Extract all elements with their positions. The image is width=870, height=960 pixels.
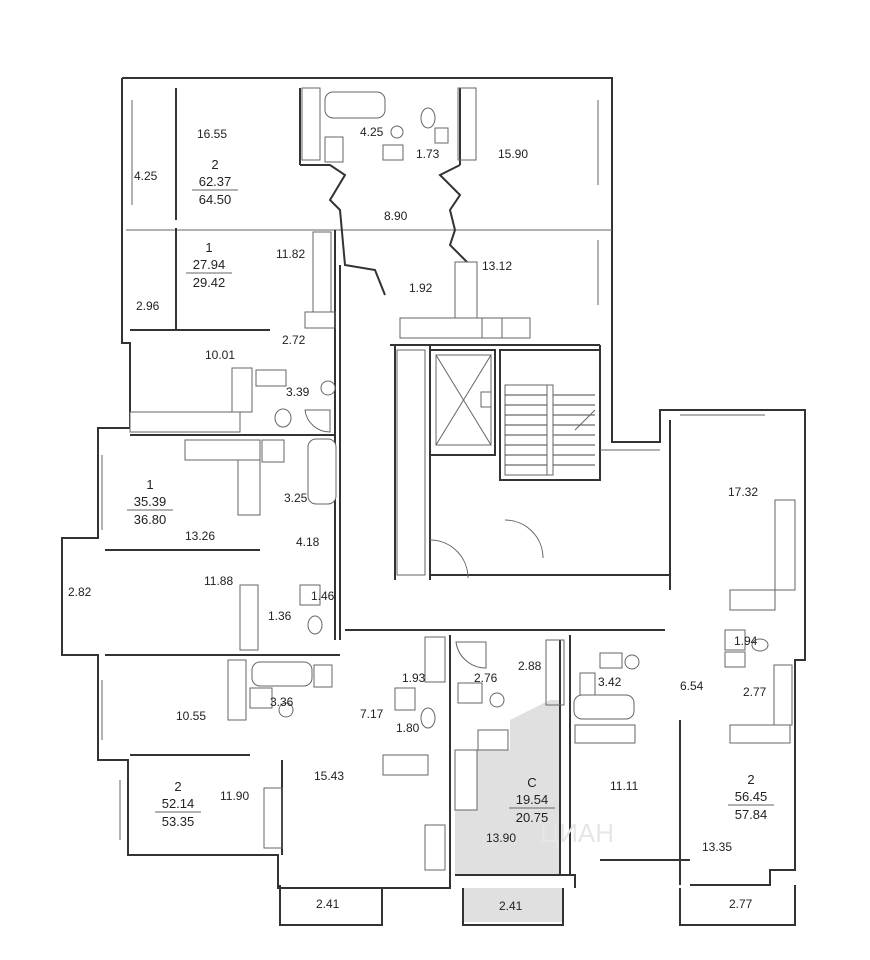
room-area-labels: 16.55 4.25 4.25 1.73 15.90 8.90 11.82 13… <box>68 125 767 913</box>
room-area-label: 2.82 <box>68 585 92 599</box>
elevator-shaft <box>435 354 492 446</box>
apartment-living-area: 56.45 <box>735 789 768 804</box>
room-area-label: 17.32 <box>728 485 758 499</box>
apartment-total-area: 29.42 <box>193 275 226 290</box>
apartment-summary: 2 62.37 64.50 <box>192 157 238 207</box>
room-area-label: 6.54 <box>680 679 704 693</box>
room-area-label: 16.55 <box>197 127 227 141</box>
apartment-room-count: 1 <box>146 477 153 492</box>
windows <box>101 100 765 840</box>
room-area-label: 11.88 <box>204 574 233 588</box>
apartment-total-area: 53.35 <box>162 814 195 829</box>
apartment-summary: 2 56.45 57.84 <box>728 772 774 822</box>
apartment-total-area: 20.75 <box>516 810 549 825</box>
apartment-summary: 2 52.14 53.35 <box>155 779 201 829</box>
apartment-total-area: 57.84 <box>735 807 768 822</box>
apartment-room-count: 1 <box>205 240 212 255</box>
room-area-label: 8.90 <box>384 209 408 223</box>
apartment-living-area: 27.94 <box>193 257 226 272</box>
apartment-room-count: 2 <box>174 779 181 794</box>
room-area-label: 3.39 <box>286 385 310 399</box>
room-area-label: 13.90 <box>486 831 516 845</box>
room-area-label: 7.17 <box>360 707 384 721</box>
room-area-label: 3.42 <box>598 675 622 689</box>
room-area-label: 1.93 <box>402 671 426 685</box>
apartment-summary: 1 35.39 36.80 <box>127 477 173 527</box>
apartment-total-area: 36.80 <box>134 512 167 527</box>
room-area-label: 13.26 <box>185 529 215 543</box>
studio-balcony-highlight <box>463 888 563 922</box>
room-area-label: 13.35 <box>702 840 732 854</box>
apartment-room-count: 2 <box>211 157 218 172</box>
outer-walls <box>61 77 806 926</box>
room-area-label: 4.25 <box>134 169 158 183</box>
room-area-label: 2.88 <box>518 659 542 673</box>
room-area-label: 1.46 <box>311 589 335 603</box>
room-area-label: 2.96 <box>136 299 160 313</box>
room-area-label: 1.73 <box>416 147 440 161</box>
apartment-total-area: 64.50 <box>199 192 232 207</box>
apartment-living-area: 52.14 <box>162 796 195 811</box>
apartment-living-area: 62.37 <box>199 174 232 189</box>
room-area-label: 3.36 <box>270 695 294 709</box>
watermark: ЦИАН <box>540 818 614 848</box>
apartment-living-area: 19.54 <box>516 792 549 807</box>
bathroom-fixtures <box>249 91 769 729</box>
studio-highlight <box>455 700 560 875</box>
room-area-label: 1.80 <box>396 721 420 735</box>
room-area-label: 4.25 <box>360 125 384 139</box>
entry-doors <box>429 519 544 579</box>
room-area-label: 2.76 <box>474 671 498 685</box>
room-area-label: 10.01 <box>205 348 235 362</box>
room-area-label: 1.36 <box>268 609 292 623</box>
kitchen-counters <box>129 261 796 871</box>
room-area-label: 10.55 <box>176 709 206 723</box>
apartment-room-count: С <box>527 775 536 790</box>
staircase <box>504 384 596 476</box>
room-area-label: 15.43 <box>314 769 344 783</box>
room-area-label: 2.77 <box>729 897 753 911</box>
room-area-label: 11.11 <box>610 779 639 793</box>
room-area-label: 11.82 <box>276 247 305 261</box>
room-area-label: 2.41 <box>499 899 523 913</box>
apartment-living-area: 35.39 <box>134 494 167 509</box>
room-area-label: 13.12 <box>482 259 512 273</box>
room-area-label: 4.18 <box>296 535 320 549</box>
apartment-summary-highlighted: С 19.54 20.75 <box>509 775 555 825</box>
interior-walls <box>105 88 681 885</box>
apartment-labels: 2 62.37 64.50 1 27.94 29.42 1 35.39 36.8… <box>127 157 774 829</box>
room-area-label: 2.41 <box>316 897 340 911</box>
room-area-label: 2.72 <box>282 333 306 347</box>
apartment-summary: 1 27.94 29.42 <box>186 240 232 290</box>
apartment-room-count: 2 <box>747 772 754 787</box>
radiators <box>227 87 793 849</box>
room-area-label: 1.92 <box>409 281 433 295</box>
room-area-label: 3.25 <box>284 491 308 505</box>
room-area-label: 15.90 <box>498 147 528 161</box>
room-area-label: 2.77 <box>743 685 767 699</box>
room-area-label: 1.94 <box>734 634 758 648</box>
room-area-label: 11.90 <box>220 789 249 803</box>
